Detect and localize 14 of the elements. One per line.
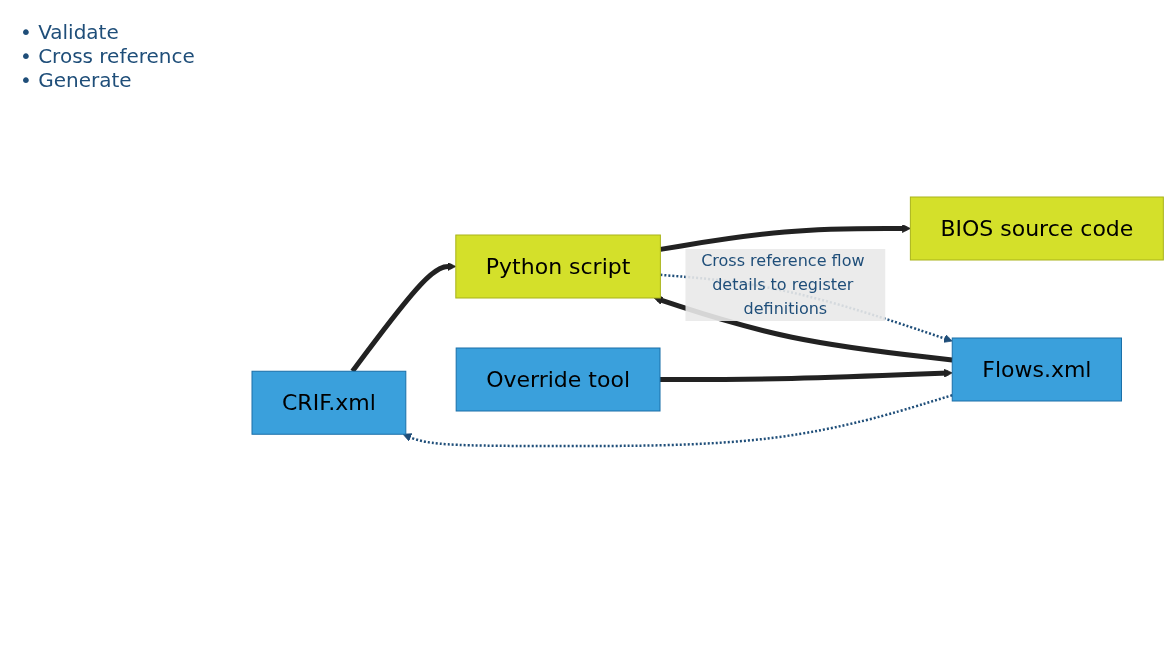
- bullet-item: • Validate: [20, 20, 120, 44]
- node-box: CRIF.xml: [251, 370, 407, 435]
- node-box: Flows.xml: [952, 337, 1123, 402]
- arrow: [654, 296, 953, 363]
- bullet-item: • Cross reference: [20, 44, 196, 68]
- bullet-item: • Generate: [20, 68, 133, 92]
- edge-label: Cross reference flow details to register definitions: [701, 251, 865, 318]
- arrow: [350, 262, 457, 373]
- node-box: Python script: [455, 234, 662, 299]
- arrow: [403, 394, 953, 448]
- node-box: Override tool: [456, 347, 661, 412]
- node-box: BIOS source code: [910, 196, 1165, 261]
- arrow: [660, 224, 912, 252]
- arrow: [660, 368, 953, 382]
